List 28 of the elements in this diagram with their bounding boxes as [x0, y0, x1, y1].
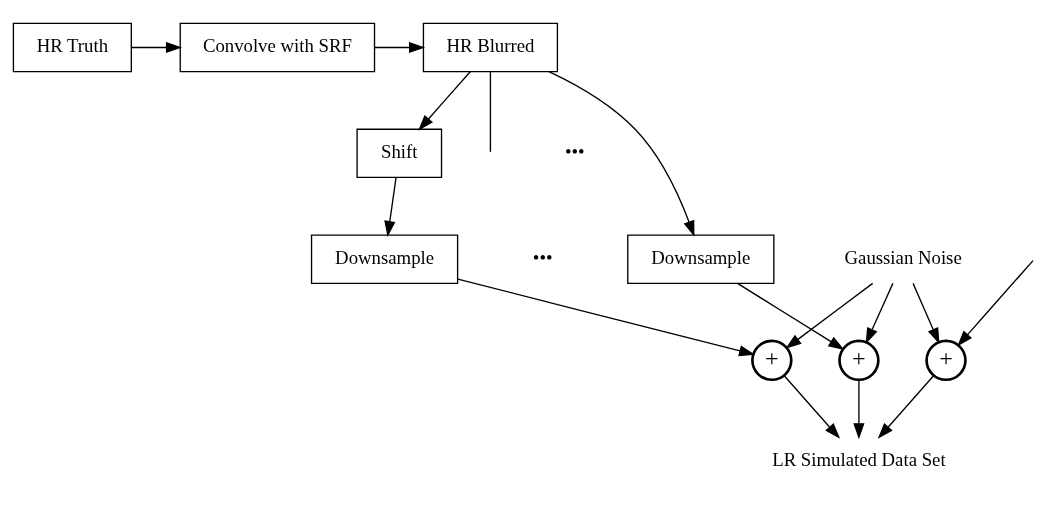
label: •••	[532, 246, 553, 268]
arrow	[785, 282, 874, 349]
node-box: Downsample	[310, 233, 459, 284]
node-box: Shift	[356, 128, 443, 178]
node-text: Gaussian Noise	[844, 246, 962, 268]
label: •••	[564, 140, 585, 162]
node-circle: +	[751, 339, 793, 381]
arrow	[865, 282, 894, 344]
arrow	[457, 278, 756, 356]
arrow	[384, 176, 397, 237]
connector	[489, 70, 492, 152]
arrow	[548, 70, 695, 237]
arrow	[736, 282, 845, 350]
node-circle: +	[925, 339, 967, 381]
arrow	[418, 70, 471, 131]
arrow	[374, 41, 426, 53]
arrow	[877, 374, 935, 439]
node-box: HR Truth	[12, 22, 132, 72]
arrow	[130, 41, 183, 53]
node-text: LR Simulated Data Set	[772, 448, 946, 470]
node-box: HR Blurred	[422, 22, 559, 72]
node-box: Convolve with SRF	[179, 22, 376, 72]
node-circle: +	[838, 339, 880, 381]
arrow	[957, 259, 1034, 346]
arrow	[853, 379, 865, 439]
arrow	[783, 374, 841, 439]
node-box: Downsample	[627, 233, 775, 284]
arrow	[912, 282, 940, 344]
